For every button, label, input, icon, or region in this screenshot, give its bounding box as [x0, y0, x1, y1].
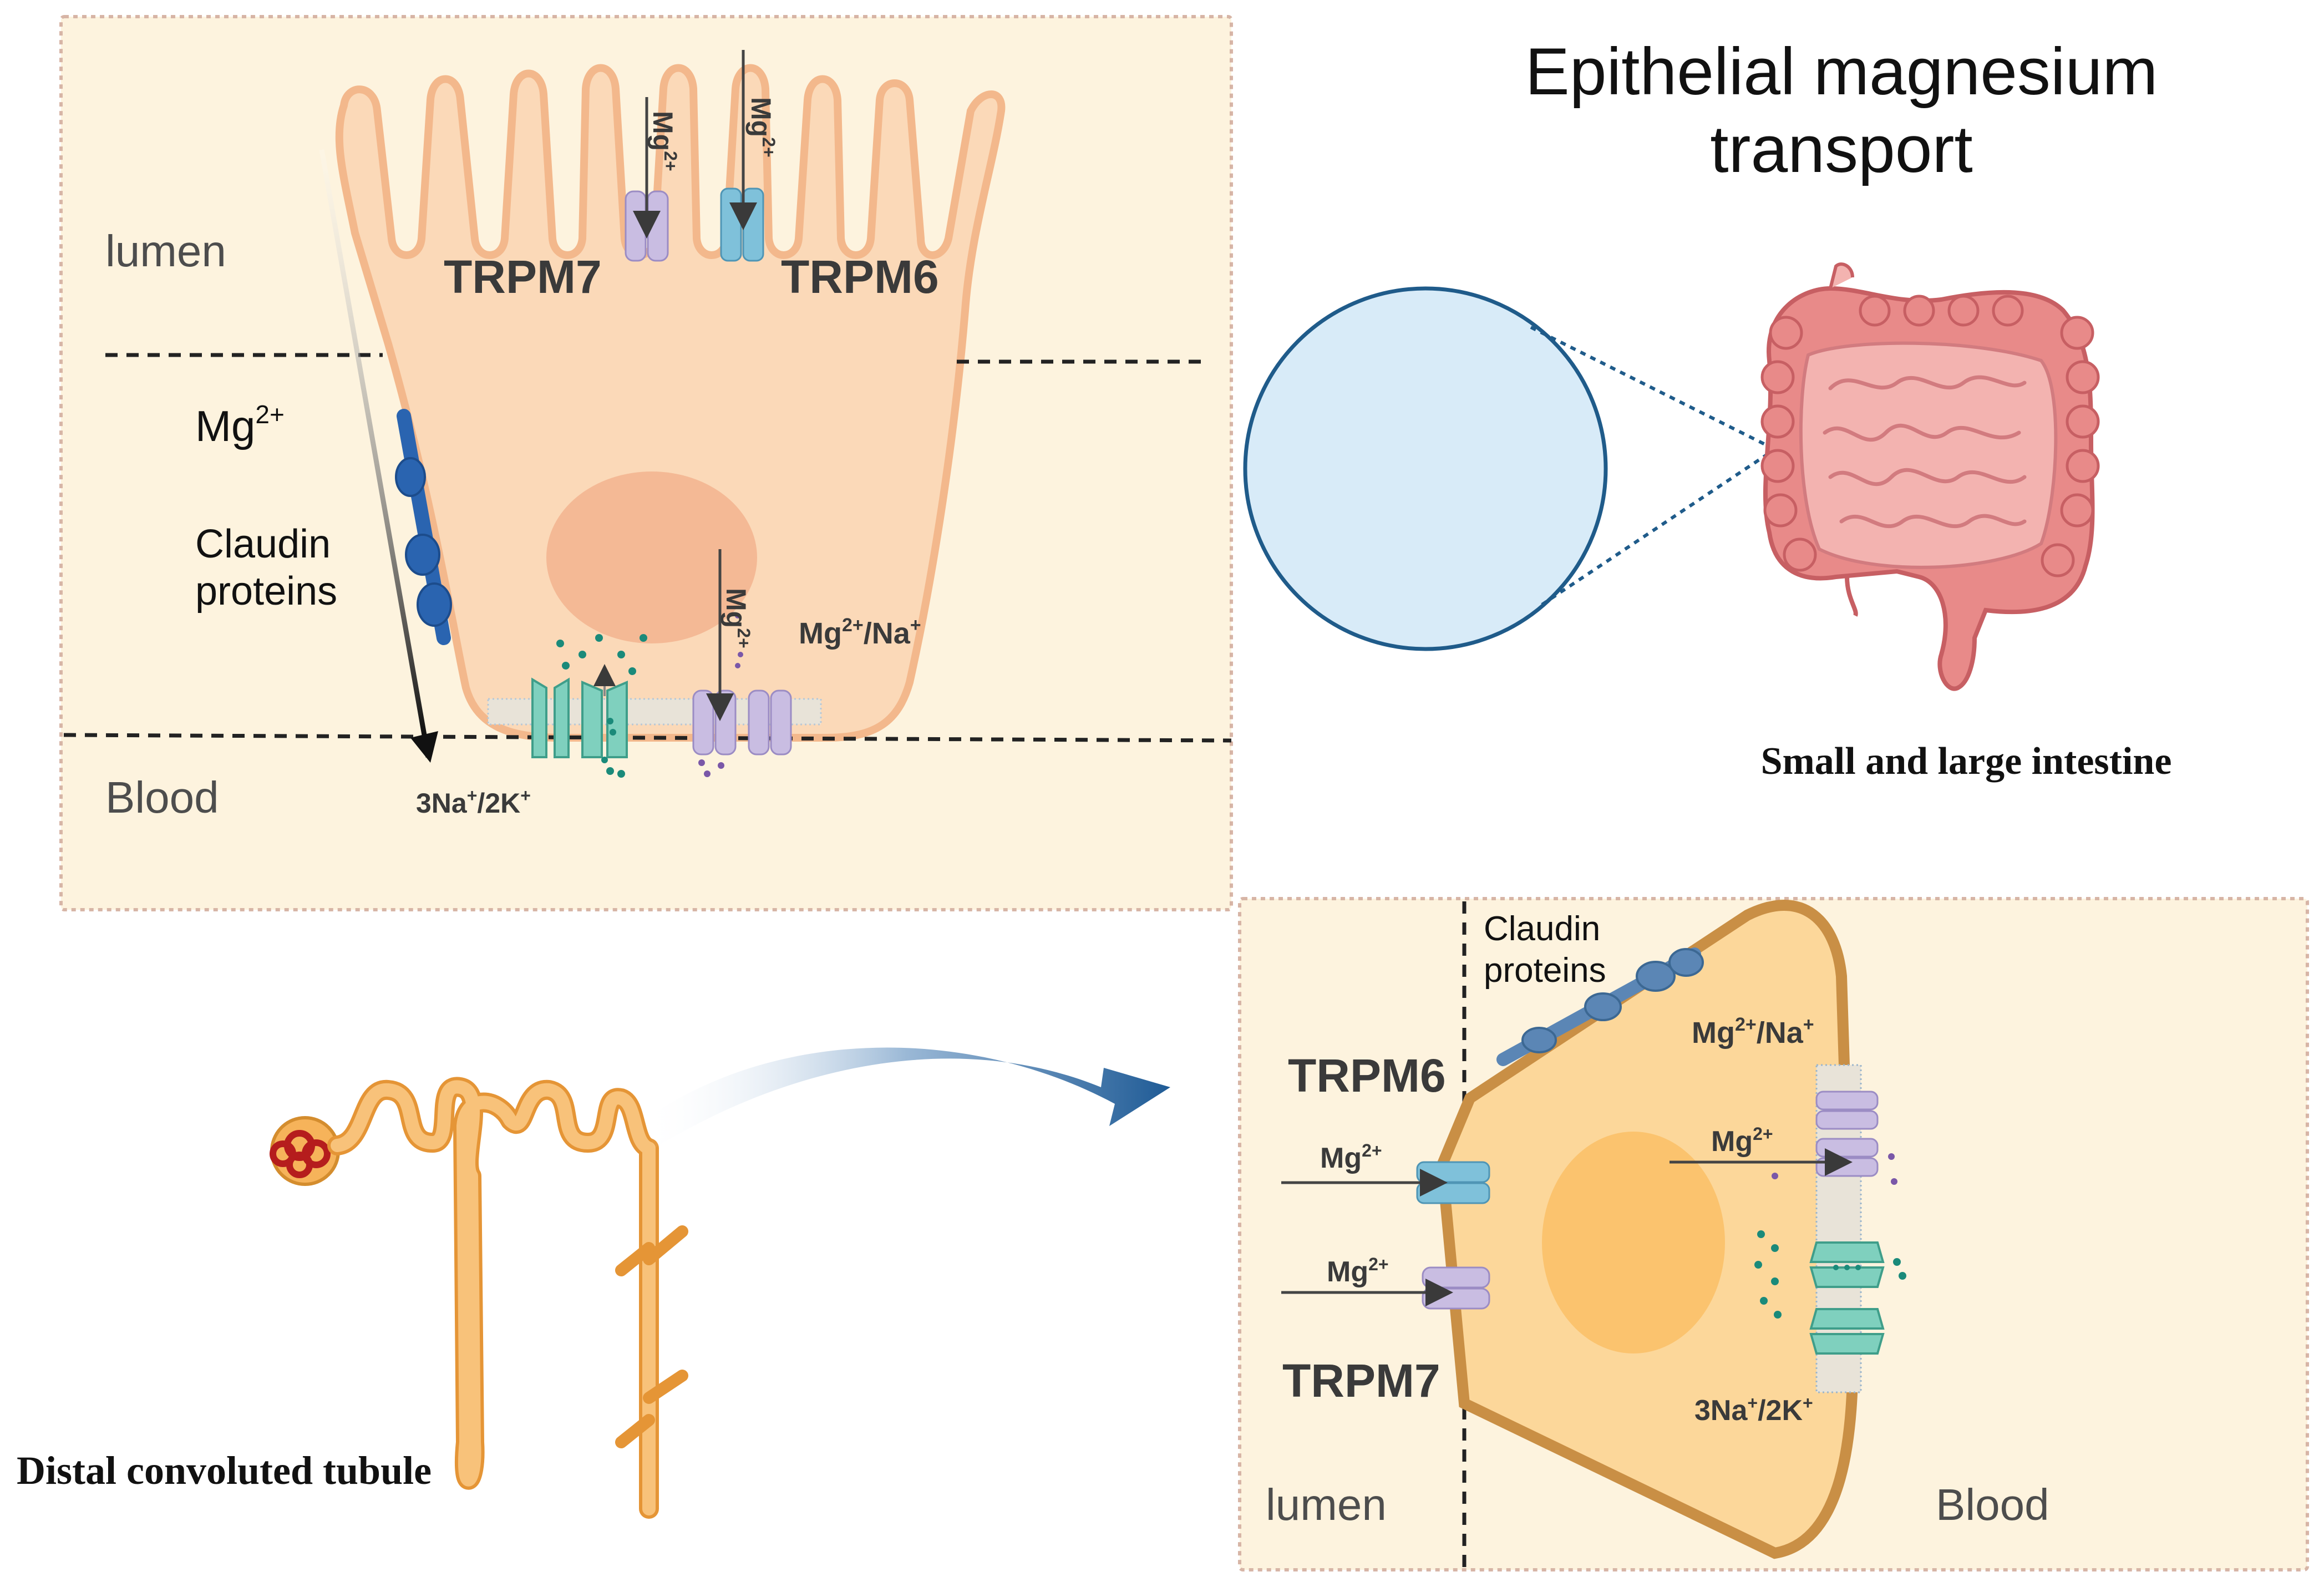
- zoom-callout: [1243, 286, 1776, 651]
- dct-mg-label-2: Mg2+: [1327, 1254, 1389, 1288]
- small-intestine-loops: [1823, 375, 2027, 529]
- exchanger-ions: [698, 613, 743, 777]
- dct-mg-label-1: Mg2+: [1320, 1140, 1382, 1174]
- dct-lumen-label: lumen: [1266, 1480, 1387, 1529]
- basal-mg-label: Mg2+: [720, 588, 754, 648]
- small-intestine: [1799, 341, 2058, 569]
- trpm6-label: TRPM6: [781, 251, 939, 303]
- zoom-line-bottom: [1541, 448, 1776, 606]
- colon-haustra: [1760, 295, 2100, 577]
- collecting-branches: [615, 1225, 688, 1448]
- intestinal-panel: lumen Blood Mg2+ Claudin proteins TRPM7 …: [59, 15, 1233, 911]
- exchanger-label: Mg2+/Na+: [799, 615, 921, 650]
- dct-blood-label: Blood: [1936, 1480, 2049, 1529]
- pump-label: 3Na+/2K+: [416, 785, 531, 819]
- zoom-line-top: [1530, 326, 1776, 451]
- figure-title-line2: transport: [1710, 112, 1973, 186]
- trpm7-channel-apical: [625, 97, 669, 262]
- dct-trpm7-channel: [1281, 1266, 1490, 1310]
- dct-nucleus: [1542, 1132, 1725, 1353]
- dct-mg-label-3: Mg2+: [1711, 1124, 1773, 1158]
- dct-mg-na-exchanger: [1670, 1091, 1897, 1185]
- blood-label: Blood: [105, 773, 219, 822]
- dct-pump-label: 3Na+/2K+: [1694, 1393, 1813, 1427]
- claudin-label-line1: Claudin: [195, 522, 331, 566]
- paracellular-arrowhead: [410, 731, 438, 763]
- zoom-arrow: [643, 1047, 1170, 1148]
- paracellular-arrow: [319, 149, 431, 758]
- nephron-caption: Distal convoluted tubule: [17, 1448, 432, 1493]
- trpm6-channel-apical: [720, 50, 764, 262]
- tubule-outline: [327, 1077, 659, 1519]
- na-k-pump-intestinal: [531, 634, 647, 778]
- nucleus: [546, 471, 757, 643]
- nephron-illustration: [270, 1077, 688, 1519]
- dct-trpm7-label: TRPM7: [1282, 1355, 1440, 1407]
- blood-boundary: [63, 733, 1232, 743]
- appendix: [1845, 576, 1858, 617]
- dct-claudin-line1: Claudin: [1484, 910, 1600, 948]
- dct-trpm6-label: TRPM6: [1288, 1049, 1446, 1102]
- claudin-proteins-chain: [395, 409, 452, 645]
- mg-label: Mg2+: [195, 400, 285, 450]
- kidney-panel: Claudin proteins TRPM6 TRPM7 Mg2+ Mg2+ M…: [1238, 897, 2309, 1571]
- intestine-illustration: [1760, 262, 2100, 691]
- enterocyte-cell: [335, 64, 1006, 742]
- apical-mg-label-2: Mg2+: [745, 97, 779, 158]
- organ-caption: Small and large intestine: [1761, 740, 2172, 783]
- glomerulus: [270, 1130, 331, 1178]
- pump-ions: [556, 634, 647, 778]
- lumen-label: lumen: [105, 226, 226, 276]
- dct-trpm6-channel: [1281, 1161, 1490, 1204]
- mg-na-exchanger-intestinal: [692, 549, 792, 777]
- dct-na-k-pump: [1754, 1230, 1906, 1355]
- dct-claudin-line2: proteins: [1484, 951, 1606, 990]
- dct-exchanger-label: Mg2+/Na+: [1692, 1014, 1814, 1049]
- trpm7-label: TRPM7: [444, 251, 602, 303]
- zoom-circle: [1243, 286, 1608, 651]
- tubule-fill: [331, 1080, 656, 1515]
- dct-claudin-chain: [1496, 947, 1704, 1066]
- figure-title-line1: Epithelial magnesium: [1525, 34, 2158, 109]
- claudin-label-line2: proteins: [195, 569, 337, 614]
- esophagus-stub: [1829, 262, 1854, 289]
- apical-mg-label-1: Mg2+: [647, 111, 681, 171]
